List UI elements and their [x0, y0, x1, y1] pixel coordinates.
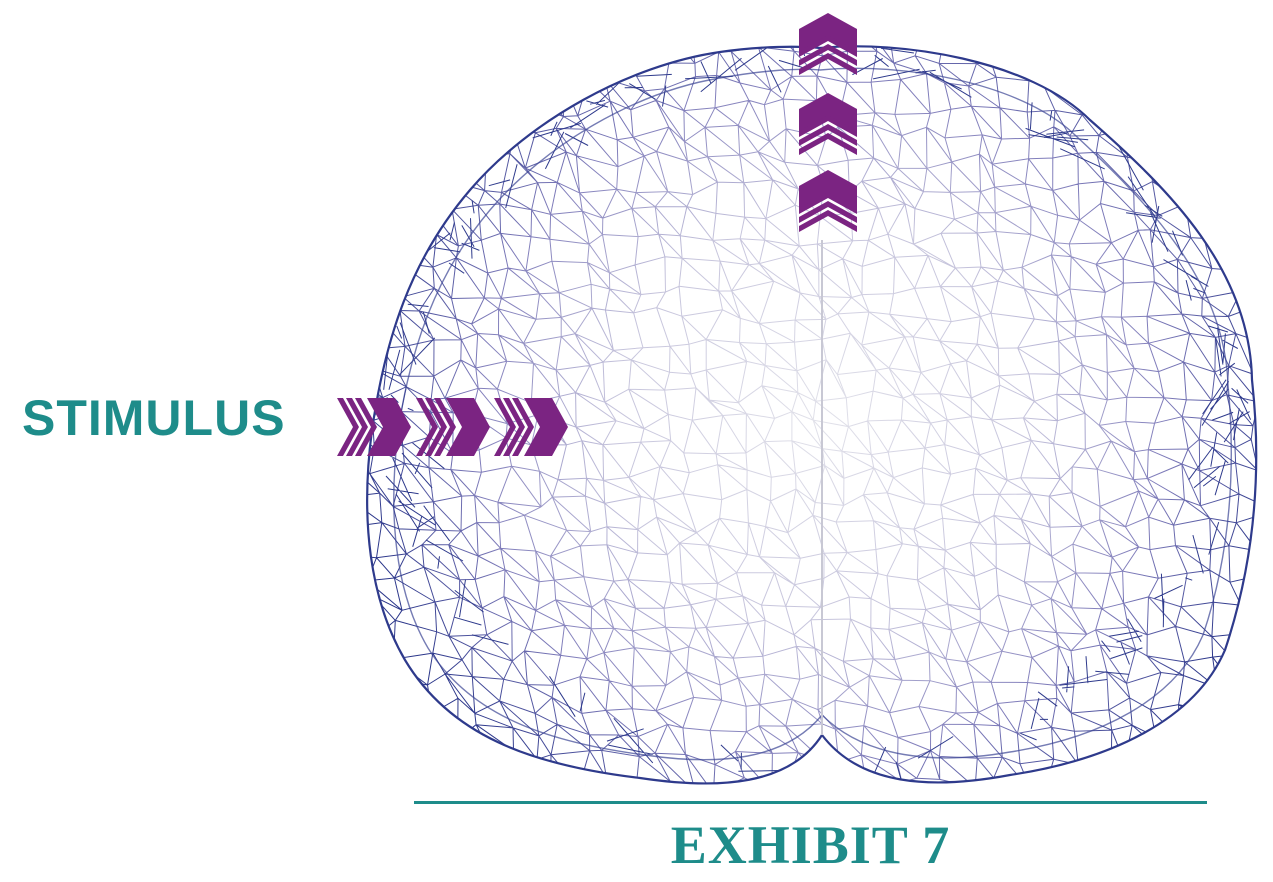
chevron-right-icon: [337, 398, 411, 456]
response-arrows: [799, 13, 857, 232]
chevron-right-icon: [494, 398, 568, 456]
chevron-up-icon: [799, 13, 857, 75]
stimulus-label: STIMULUS: [22, 393, 286, 443]
chevron-up-icon: [799, 93, 857, 155]
stimulus-arrows: [337, 398, 568, 456]
caption-divider: [414, 801, 1207, 804]
exhibit-caption: EXHIBIT 7: [414, 818, 1207, 872]
